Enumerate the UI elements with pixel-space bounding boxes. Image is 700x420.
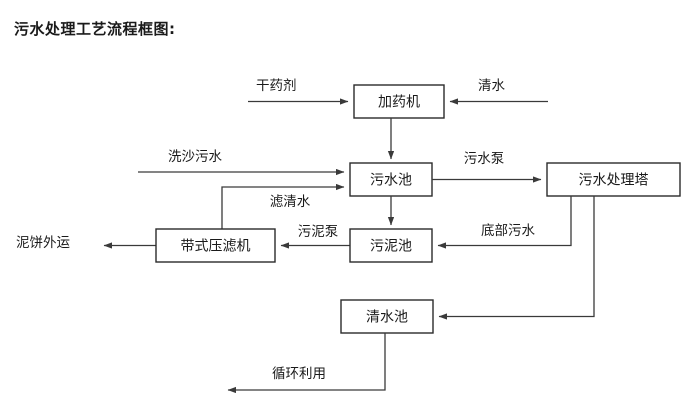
label-mud-cake-out: 泥饼外运	[16, 235, 70, 251]
label-clean-water-in: 清水	[478, 78, 505, 94]
node-clean-water-pool[interactable]	[340, 299, 434, 334]
node-treatment-tower[interactable]	[546, 162, 681, 197]
label-wastewater-pump: 污水泵	[464, 151, 505, 167]
node-dosing-machine-label: 加药机	[378, 95, 420, 111]
node-belt-filter-press-label: 带式压滤机	[181, 239, 251, 255]
label-dry-chemical: 干药剂	[256, 78, 297, 94]
node-clean-water-pool-label: 清水池	[366, 310, 408, 326]
node-wastewater-pool-label: 污水池	[370, 173, 412, 189]
node-wastewater-pool[interactable]	[349, 162, 433, 197]
page-title: 污水处理工艺流程框图:	[14, 20, 176, 38]
label-recycle-reuse: 循环利用	[272, 366, 326, 382]
edge-bottom-wastewater-to-sludge-pool	[437, 196, 572, 249]
node-sludge-pool-label: 污泥池	[370, 239, 412, 255]
node-belt-filter-press[interactable]	[155, 228, 276, 263]
label-bottom-wastewater: 底部污水	[481, 223, 535, 239]
label-sludge-pump: 污泥泵	[298, 224, 339, 240]
node-dosing-machine[interactable]	[353, 84, 445, 119]
edge-tower-to-clean-water-pool	[438, 196, 595, 320]
node-sludge-pool[interactable]	[349, 228, 433, 263]
node-treatment-tower-label: 污水处理塔	[579, 173, 649, 189]
edge-clean-water-pool-to-recycle	[227, 333, 386, 394]
edge-filtered-water-to-wastewater-pool	[221, 183, 345, 229]
label-filtered-water: 滤清水	[270, 194, 311, 210]
label-sand-wash-wastewater: 洗沙污水	[168, 149, 222, 165]
